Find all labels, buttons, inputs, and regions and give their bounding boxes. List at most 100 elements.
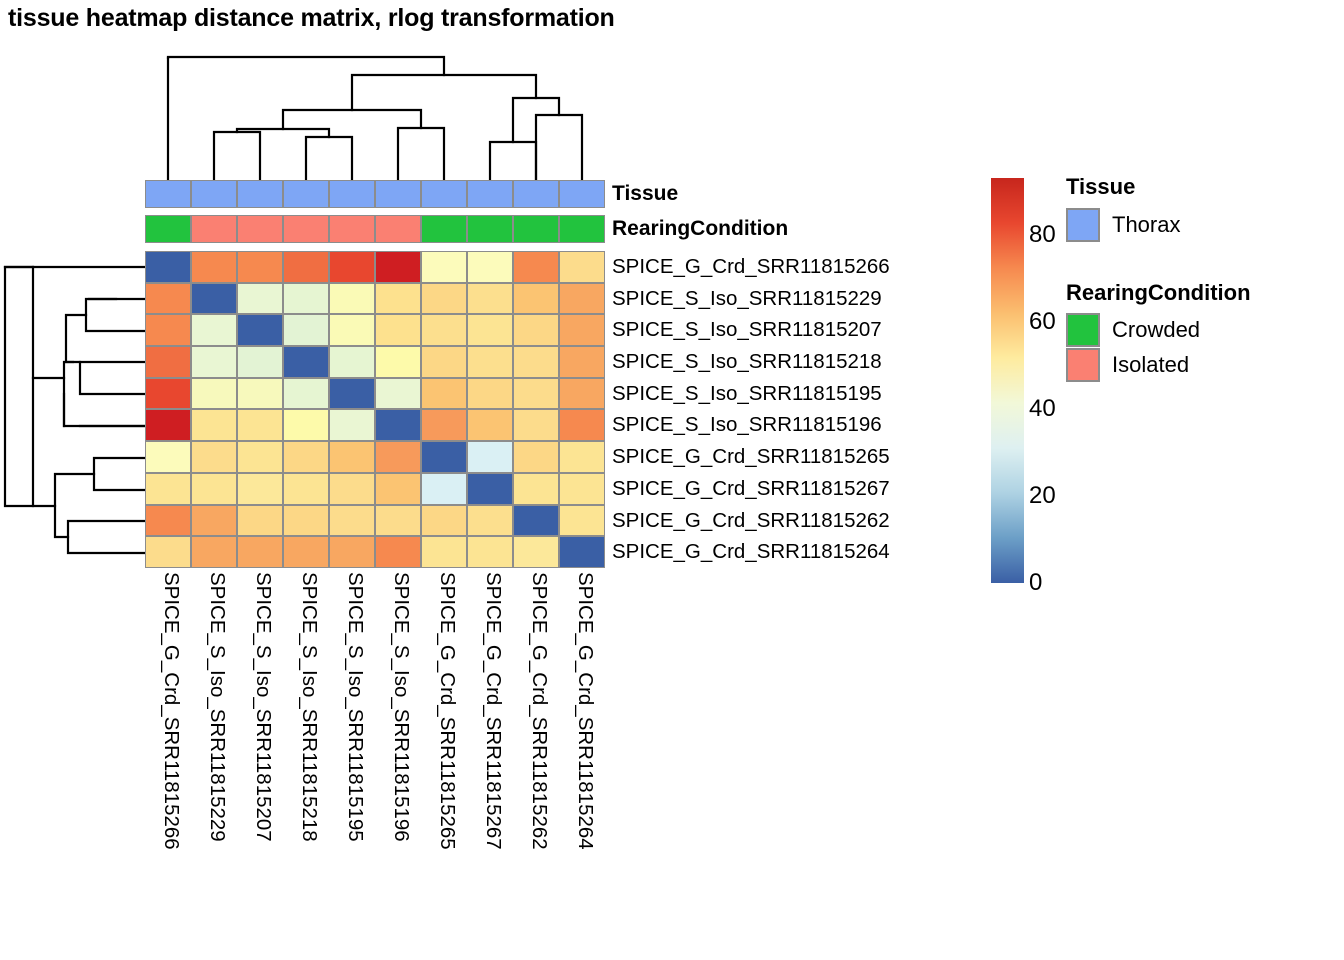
row-label: SPICE_G_Crd_SRR11815267 (612, 476, 890, 500)
heatmap-cell (467, 282, 513, 315)
colorbar-tick-label: 60 (1029, 307, 1056, 335)
heatmap-row (145, 409, 605, 442)
column-label-slot: SPICE_S_Iso_SRR11815207 (237, 572, 283, 952)
heatmap-cell (421, 282, 467, 315)
heatmap-cell (191, 504, 237, 537)
heatmap-cell (329, 504, 375, 537)
heatmap-cell (421, 472, 467, 505)
heatmap-cell (467, 441, 513, 473)
heatmap-cell (559, 251, 605, 283)
heatmap-cell (145, 504, 191, 537)
column-label-slot: SPICE_G_Crd_SRR11815266 (145, 572, 191, 952)
heatmap-cell (375, 409, 421, 442)
column-label-slot: SPICE_G_Crd_SRR11815267 (467, 572, 513, 952)
heatmap-cell (467, 472, 513, 505)
heatmap-row (145, 251, 605, 283)
heatmap-cell (283, 536, 329, 568)
annotation-cell-tissue (283, 180, 329, 208)
heatmap-cell (191, 536, 237, 568)
heatmap-cell (375, 282, 421, 315)
heatmap-cell (145, 472, 191, 505)
heatmap-cell (329, 314, 375, 347)
heatmap-cell (513, 441, 559, 473)
row-label: SPICE_G_Crd_SRR11815262 (612, 508, 890, 532)
annotation-cell-rearing (513, 215, 559, 243)
annotation-bar-rearing (145, 215, 605, 243)
annotation-cell-tissue (375, 180, 421, 208)
annotation-cell-rearing (237, 215, 283, 243)
column-label: SPICE_G_Crd_SRR11815264 (574, 572, 597, 850)
heatmap-cell (237, 346, 283, 378)
heatmap-cell (145, 536, 191, 568)
heatmap-cell (513, 314, 559, 347)
annotation-cell-tissue (559, 180, 605, 208)
heatmap-row (145, 472, 605, 505)
heatmap-cell (559, 409, 605, 442)
heatmap-cell (283, 314, 329, 347)
heatmap-cell (237, 472, 283, 505)
heatmap-cell (145, 377, 191, 410)
legend-label-thorax: Thorax (1112, 212, 1181, 237)
column-label-slot: SPICE_G_Crd_SRR11815262 (513, 572, 559, 952)
row-dendrogram (3, 265, 145, 555)
heatmap-cell (375, 472, 421, 505)
column-label: SPICE_S_Iso_SRR11815207 (252, 572, 275, 842)
heatmap-cell (375, 504, 421, 537)
annotation-cell-tissue (421, 180, 467, 208)
heatmap-cell (559, 536, 605, 568)
annotation-cell-rearing (375, 215, 421, 243)
heatmap-cell (237, 441, 283, 473)
colorbar-tick-label: 0 (1029, 569, 1043, 596)
row-label: SPICE_S_Iso_SRR11815196 (612, 413, 882, 437)
annotation-bar-tissue (145, 180, 605, 208)
heatmap-cell (421, 251, 467, 283)
row-label: SPICE_S_Iso_SRR11815195 (612, 381, 882, 405)
heatmap-cell (467, 377, 513, 410)
column-label-slot: SPICE_S_Iso_SRR11815229 (191, 572, 237, 952)
row-label: SPICE_G_Crd_SRR11815266 (612, 255, 890, 278)
heatmap-cell (467, 504, 513, 537)
column-label-slot: SPICE_S_Iso_SRR11815196 (375, 572, 421, 952)
row-label: SPICE_S_Iso_SRR11815207 (612, 318, 882, 342)
heatmap-cell (283, 346, 329, 378)
heatmap-cell (559, 282, 605, 315)
heatmap-cell (375, 251, 421, 283)
legend-label-crowded: Crowded (1112, 317, 1201, 342)
page-title: tissue heatmap distance matrix, rlog tra… (8, 4, 615, 32)
column-label-slot: SPICE_G_Crd_SRR11815265 (421, 572, 467, 952)
heatmap-cell (237, 409, 283, 442)
legend-entry-thorax: Thorax (1066, 208, 1180, 242)
heatmap-cell (375, 314, 421, 347)
heatmap-cell (421, 377, 467, 410)
heatmap-cell (375, 377, 421, 410)
heatmap-cell (559, 441, 605, 473)
heatmap-cell (421, 409, 467, 442)
heatmap-cell (283, 409, 329, 442)
annotation-label-rearing: RearingCondition (612, 217, 789, 240)
row-label: SPICE_G_Crd_SRR11815265 (612, 445, 890, 469)
annotation-cell-rearing (329, 215, 375, 243)
column-label: SPICE_S_Iso_SRR11815218 (298, 572, 321, 842)
heatmap-cell (467, 409, 513, 442)
heatmap-cell (191, 409, 237, 442)
annotation-cell-rearing (421, 215, 467, 243)
annotation-cell-rearing (283, 215, 329, 243)
legend-label-isolated: Isolated (1112, 352, 1190, 377)
heatmap-matrix (145, 251, 605, 568)
annotation-cell-rearing (145, 215, 191, 243)
heatmap-cell (421, 504, 467, 537)
heatmap-cell (191, 282, 237, 315)
heatmap-cell (191, 346, 237, 378)
heatmap-cell (283, 377, 329, 410)
annotation-cell-tissue (191, 180, 237, 208)
heatmap-cell (329, 472, 375, 505)
heatmap-cell (283, 251, 329, 283)
column-label: SPICE_S_Iso_SRR11815196 (390, 572, 413, 842)
heatmap-cell (329, 346, 375, 378)
heatmap-cell (467, 251, 513, 283)
heatmap-row (145, 441, 605, 473)
column-label: SPICE_S_Iso_SRR11815195 (344, 572, 367, 842)
heatmap-cell (329, 441, 375, 473)
column-label: SPICE_G_Crd_SRR11815262 (528, 572, 551, 850)
